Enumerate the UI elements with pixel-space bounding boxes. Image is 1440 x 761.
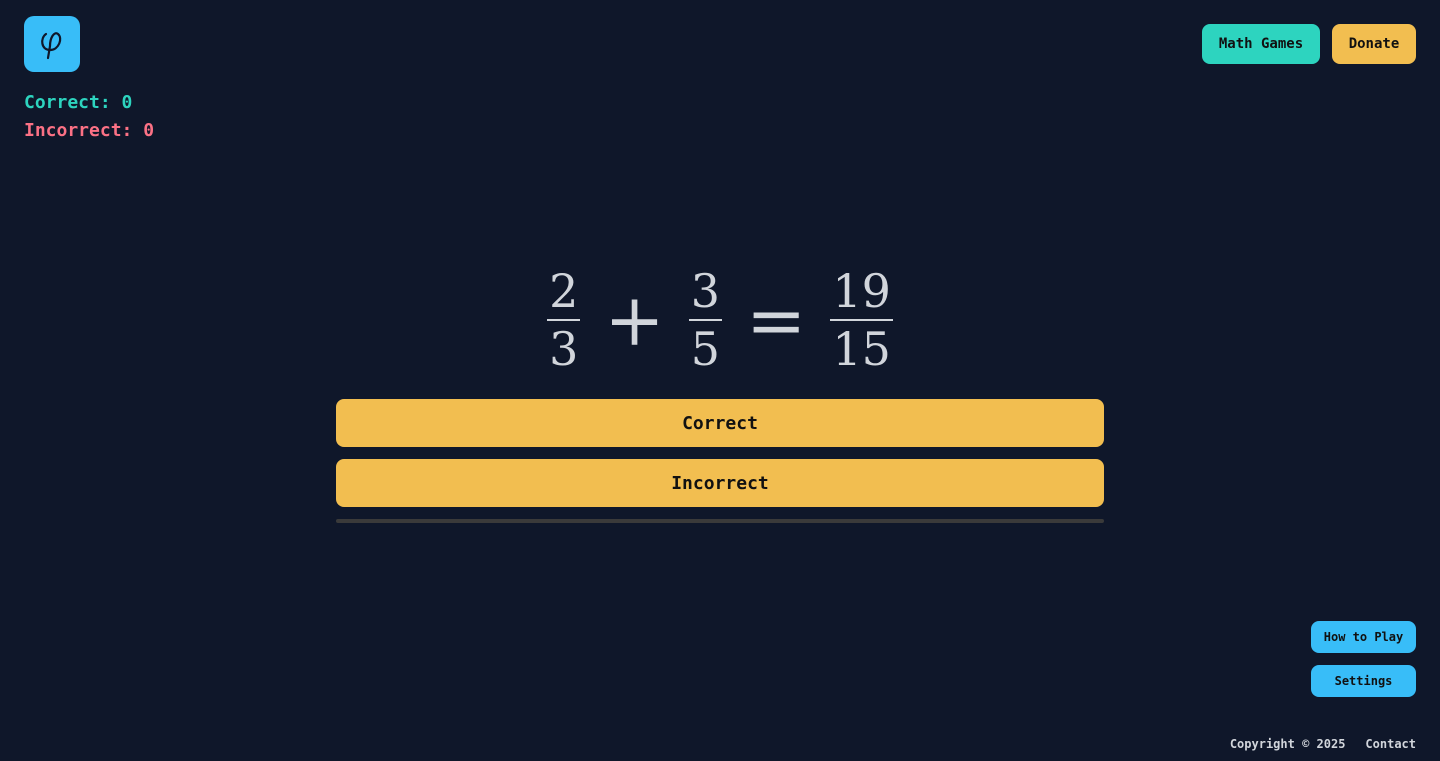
fraction-left: 2 3: [547, 264, 581, 376]
fraction-right: 3 5: [688, 264, 722, 376]
incorrect-score: Incorrect: 0: [24, 120, 155, 141]
fraction-left-denominator: 3: [549, 322, 579, 376]
donate-button[interactable]: Donate: [1332, 24, 1416, 64]
logo[interactable]: [24, 16, 80, 72]
fraction-result-numerator: 19: [832, 264, 891, 318]
fraction-right-numerator: 3: [690, 264, 720, 318]
fraction-result-denominator: 15: [832, 322, 891, 376]
fraction-bar: [688, 319, 722, 321]
fraction-result: 19 15: [830, 265, 893, 375]
fraction-bar: [547, 319, 581, 321]
fraction-bar: [830, 319, 893, 321]
phi-icon: [41, 32, 62, 60]
incorrect-button[interactable]: Incorrect: [336, 459, 1104, 507]
math-games-button[interactable]: Math Games: [1202, 24, 1320, 64]
how-to-play-button[interactable]: How to Play: [1311, 621, 1416, 653]
timer-bar: [336, 519, 1104, 523]
correct-button[interactable]: Correct: [336, 399, 1104, 447]
equals-operator: =: [746, 278, 807, 362]
contact-link[interactable]: Contact: [1365, 737, 1416, 751]
equation: 2 3 + 3 5 = 19 15: [540, 262, 900, 378]
settings-button[interactable]: Settings: [1311, 665, 1416, 697]
fraction-left-numerator: 2: [549, 264, 579, 318]
plus-operator: +: [604, 278, 665, 362]
footer: Copyright © 2025 Contact: [1230, 737, 1416, 751]
fraction-right-denominator: 5: [690, 322, 720, 376]
correct-score: Correct: 0: [24, 92, 133, 113]
copyright-text: Copyright © 2025: [1229, 737, 1346, 751]
